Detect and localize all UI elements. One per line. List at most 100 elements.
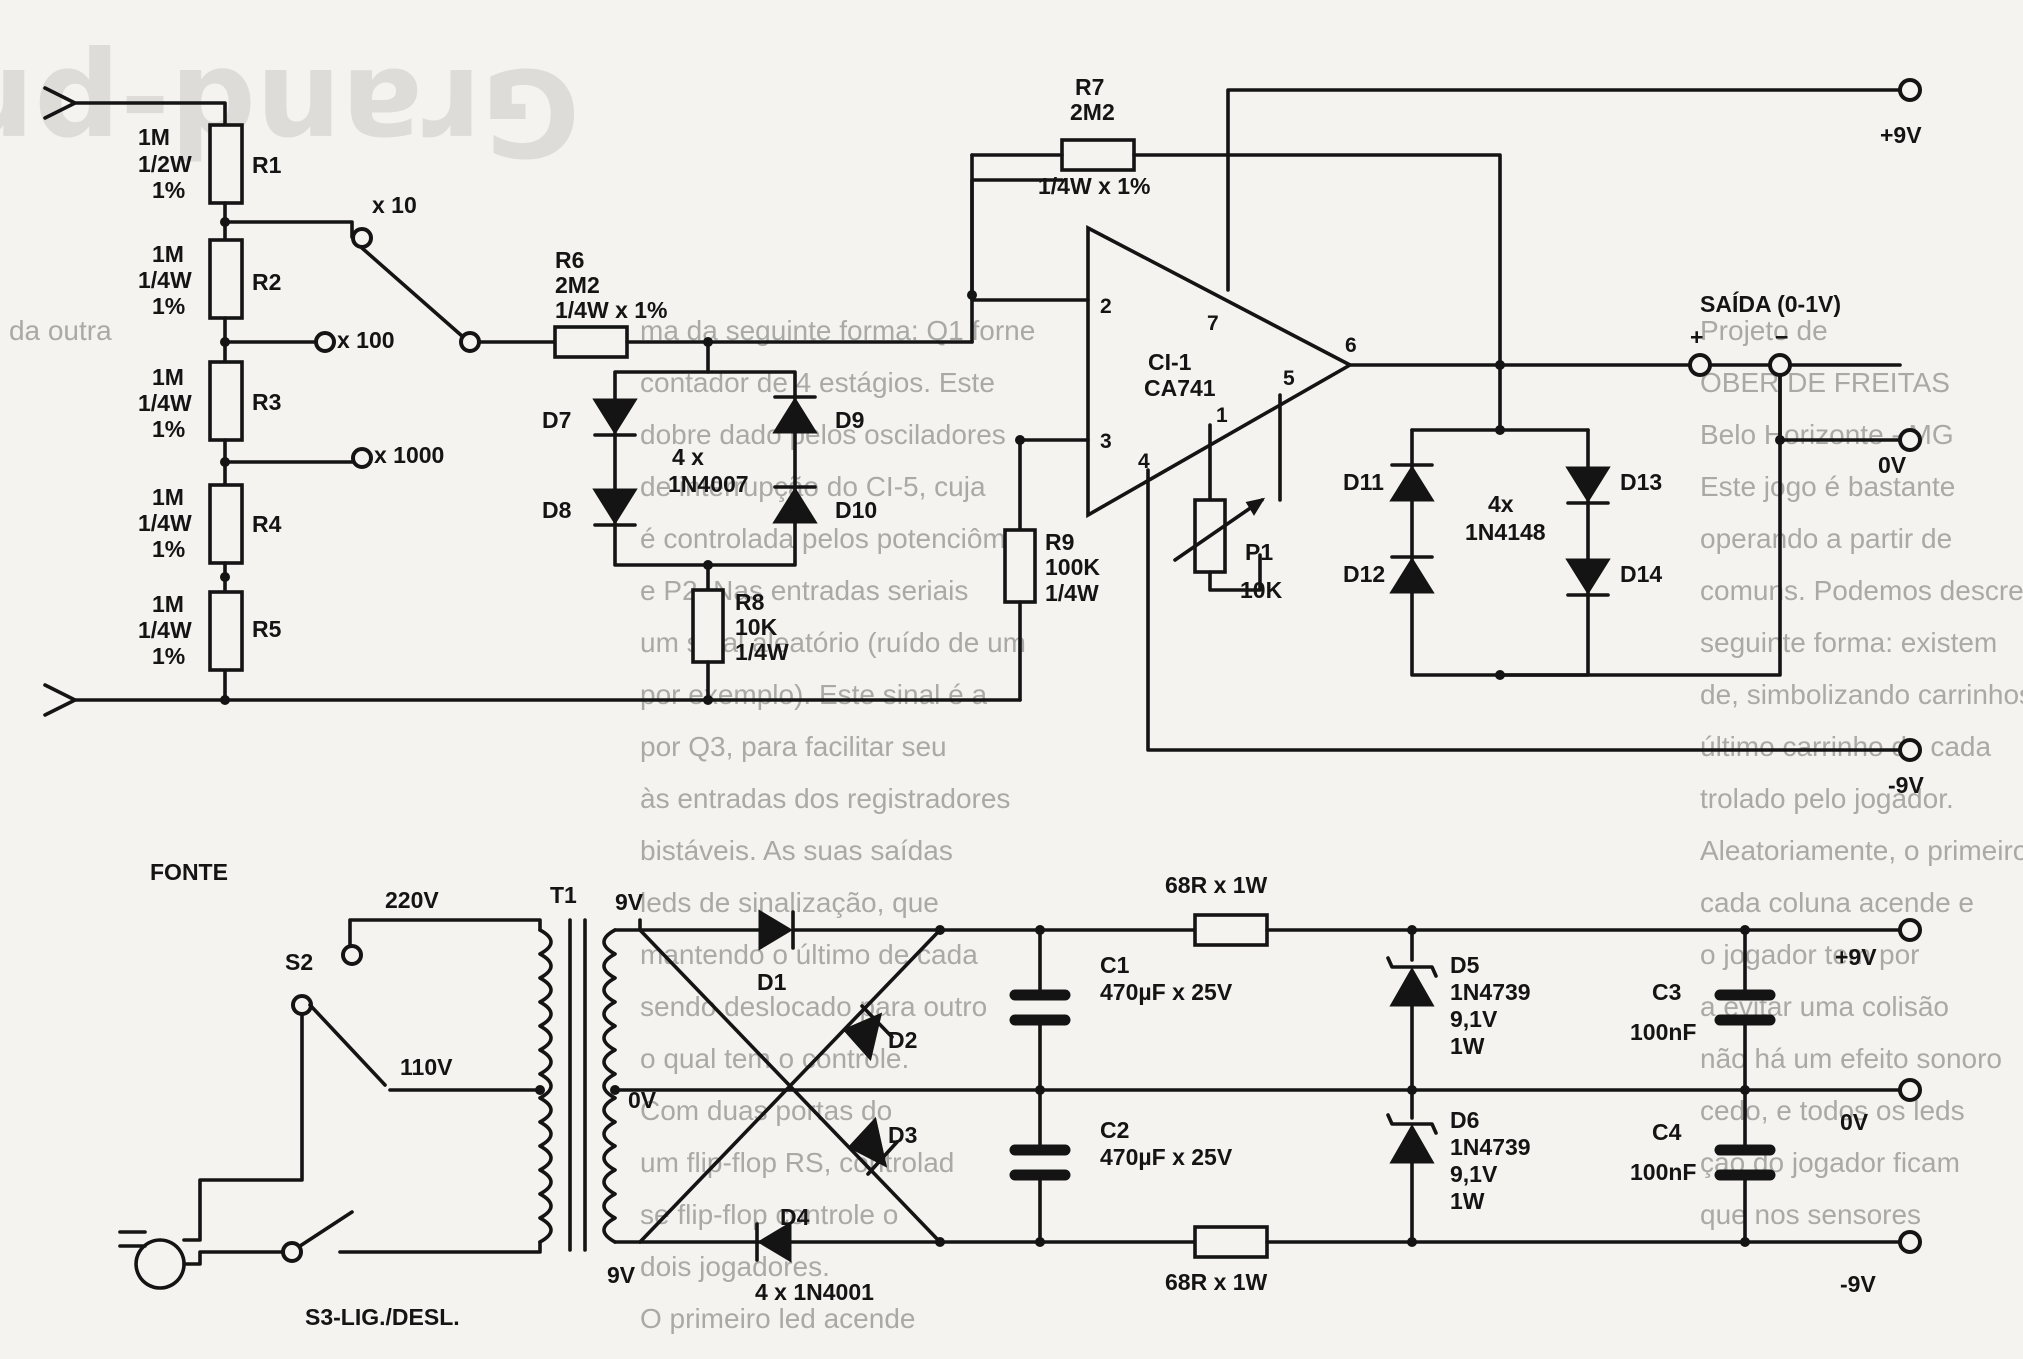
svg-text:D5: D5: [1450, 952, 1480, 978]
svg-text:1N4739: 1N4739: [1450, 979, 1531, 1005]
secondary-0v-label: 0V: [628, 1087, 657, 1113]
svg-text:dobre dado pelos osciladores: dobre dado pelos osciladores: [640, 419, 1006, 450]
svg-text:1/4W x 1%: 1/4W x 1%: [1038, 173, 1151, 199]
svg-text:100nF: 100nF: [1630, 1159, 1696, 1185]
svg-text:1M: 1M: [152, 241, 184, 267]
svg-text:2M2: 2M2: [555, 272, 600, 298]
svg-text:S3-LIG./DESL.: S3-LIG./DESL.: [305, 1304, 460, 1330]
svg-text:de, simbolizando carrinhos: de, simbolizando carrinhos: [1700, 679, 2023, 710]
svg-text:9,1V: 9,1V: [1450, 1006, 1498, 1032]
svg-text:4x: 4x: [1488, 491, 1514, 517]
capacitor-c3: C3 100nF: [1630, 928, 1776, 1092]
range-x100-label: x 100: [337, 327, 395, 353]
svg-text:trolado pelo jogador.: trolado pelo jogador.: [1700, 783, 1954, 814]
svg-text:1%: 1%: [152, 293, 185, 319]
svg-text:1/4W: 1/4W: [138, 267, 192, 293]
resistor-r1: 1M 1/2W 1% R1: [138, 123, 282, 205]
svg-text:0V: 0V: [1878, 452, 1907, 478]
svg-text:que nos sensores: que nos sensores: [1700, 1199, 1921, 1230]
resistor-r6: R6 2M2 1/4W x 1%: [553, 247, 668, 359]
svg-text:sendo deslocado para outro: sendo deslocado para outro: [640, 991, 987, 1022]
svg-text:1/4W: 1/4W: [138, 617, 192, 643]
svg-text:-9V: -9V: [1840, 1271, 1876, 1297]
svg-text:T1: T1: [550, 882, 577, 908]
svg-text:D4: D4: [780, 1204, 810, 1230]
svg-text:D1: D1: [757, 969, 787, 995]
svg-text:e P2. Nas entradas seriais: e P2. Nas entradas seriais: [640, 575, 968, 606]
svg-text:1%: 1%: [152, 536, 185, 562]
svg-text:1N4007: 1N4007: [668, 471, 749, 497]
svg-text:Projeto de: Projeto de: [1700, 315, 1828, 346]
svg-text:470µF x 25V: 470µF x 25V: [1100, 1144, 1233, 1170]
secondary-9v-top-label: 9V: [615, 889, 644, 915]
svg-text:D10: D10: [835, 497, 877, 523]
svg-text:o jogador tem por: o jogador tem por: [1700, 939, 1919, 970]
svg-text:1W: 1W: [1450, 1033, 1485, 1059]
power-plug: [118, 1230, 186, 1290]
svg-text:R9: R9: [1045, 529, 1074, 555]
svg-text:1N4739: 1N4739: [1450, 1134, 1531, 1160]
svg-text:1/4W x 1%: 1/4W x 1%: [555, 297, 668, 323]
rectifier-d1-d4: D1 D2 D3 D4 4 x 1N4001: [638, 909, 942, 1305]
svg-text:um flip-flop RS, controlad: um flip-flop RS, controlad: [640, 1147, 954, 1178]
zener-d5: D5 1N4739 9,1V 1W: [1386, 928, 1531, 1092]
svg-text:1N4148: 1N4148: [1465, 519, 1546, 545]
svg-text:68R x 1W: 68R x 1W: [1165, 872, 1268, 898]
svg-text:6: 6: [1345, 334, 1357, 357]
resistor-r4: 1M 1/4W 1% R4: [138, 483, 282, 565]
supply-plus9v-label: +9V: [1880, 122, 1922, 148]
svg-text:R1: R1: [252, 152, 282, 178]
svg-text:1M: 1M: [152, 591, 184, 617]
svg-text:1%: 1%: [152, 416, 185, 442]
svg-text:CI-1: CI-1: [1148, 349, 1192, 375]
svg-text:carrinho da outra: carrinho da outra: [0, 315, 112, 346]
svg-text:4 x 1N4001: 4 x 1N4001: [755, 1279, 874, 1305]
potentiometer-p1[interactable]: P1 10K: [1173, 393, 1283, 603]
resistor-68r-bottom: 68R x 1W: [1165, 1225, 1269, 1295]
input-terminal-bottom: [43, 668, 227, 717]
svg-text:R3: R3: [252, 389, 281, 415]
svg-text:é controlada pelos potenciôm: é controlada pelos potenciôm: [640, 523, 1006, 554]
svg-text:SAÍDA (0-1V): SAÍDA (0-1V): [1700, 290, 1841, 317]
svg-text:1M: 1M: [152, 364, 184, 390]
svg-text:OBER DE FREITAS: OBER DE FREITAS: [1700, 367, 1950, 398]
svg-text:1: 1: [1216, 404, 1228, 427]
svg-text:1/4W: 1/4W: [735, 639, 789, 665]
svg-text:1/4W: 1/4W: [138, 510, 192, 536]
switch-s3-power[interactable]: S3-LIG./DESL.: [182, 1210, 460, 1330]
capacitor-c2: C2 470µF x 25V: [1009, 1088, 1233, 1244]
output-terminals[interactable]: SAÍDA (0-1V) + − 0V: [1688, 290, 1922, 478]
svg-text:R2: R2: [252, 269, 281, 295]
svg-text:7: 7: [1207, 312, 1219, 335]
capacitor-c4: C4 100nF: [1630, 1088, 1776, 1244]
supply-minus9v-label: -9V: [1888, 772, 1924, 798]
voltage-220v-label: 220V: [385, 887, 439, 913]
switch-s2-voltage[interactable]: S2: [285, 944, 387, 1087]
resistor-r9: R9 100K 1/4W: [1003, 528, 1100, 606]
svg-text:0V: 0V: [1840, 1109, 1869, 1135]
svg-text:470µF x 25V: 470µF x 25V: [1100, 979, 1233, 1005]
svg-text:R4: R4: [252, 511, 282, 537]
input-terminal-top: [43, 86, 227, 127]
svg-text:3: 3: [1100, 430, 1112, 453]
svg-text:R8: R8: [735, 589, 765, 615]
svg-text:1%: 1%: [152, 643, 185, 669]
svg-text:D8: D8: [542, 497, 572, 523]
svg-text:Aleatoriamente, o primeiro: Aleatoriamente, o primeiro: [1700, 835, 2023, 866]
svg-text:D14: D14: [1620, 561, 1662, 587]
svg-text:D13: D13: [1620, 469, 1662, 495]
svg-text:10K: 10K: [1240, 577, 1283, 603]
svg-text:último carrinho de cada: último carrinho de cada: [1700, 731, 1991, 762]
range-selector-switch[interactable]: x 10 x 100 x 1000: [223, 192, 481, 469]
svg-text:R5: R5: [252, 616, 282, 642]
svg-text:por exemplo). Este sinal é a: por exemplo). Este sinal é a: [640, 679, 987, 710]
watermark-text: Grand-prix: [0, 41, 580, 180]
svg-text:4 x: 4 x: [672, 444, 704, 470]
svg-text:5: 5: [1283, 367, 1295, 390]
secondary-9v-bottom-label: 9V: [607, 1262, 636, 1288]
supply-output-terminals[interactable]: +9V 0V -9V: [1835, 918, 1922, 1297]
diode-clamp-d11-d14: D11 D12 D13 D14 4x 1N4148: [1343, 428, 1662, 677]
svg-text:C2: C2: [1100, 1117, 1129, 1143]
svg-text:P1: P1: [1245, 539, 1273, 565]
